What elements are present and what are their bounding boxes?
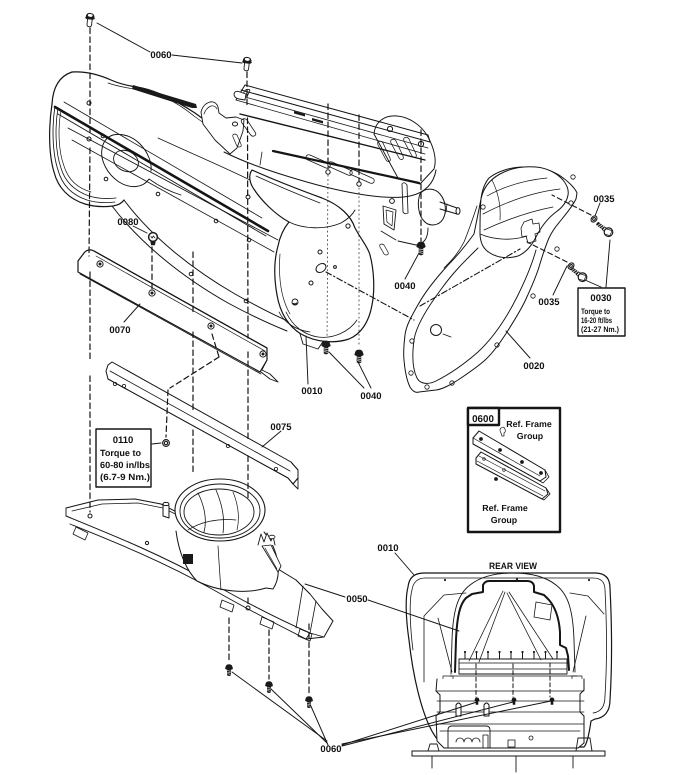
svg-text:(21-27 Nm.): (21-27 Nm.) [581, 325, 619, 334]
svg-text:0040: 0040 [394, 281, 415, 292]
svg-text:Torque to: Torque to [100, 448, 142, 458]
svg-text:Torque to: Torque to [581, 307, 610, 316]
svg-text:0010: 0010 [377, 543, 398, 554]
svg-text:0035: 0035 [593, 194, 615, 205]
svg-text:0060: 0060 [320, 744, 341, 755]
svg-text:0060: 0060 [150, 50, 171, 61]
svg-text:Group: Group [517, 431, 544, 441]
svg-text:0110: 0110 [113, 435, 134, 446]
svg-text:0080: 0080 [117, 217, 138, 228]
svg-text:Ref. Frame: Ref. Frame [482, 503, 528, 513]
svg-text:REAR VIEW: REAR VIEW [489, 561, 537, 571]
svg-text:0010: 0010 [301, 386, 322, 397]
svg-text:16-20 ft/lbs: 16-20 ft/lbs [581, 316, 612, 325]
svg-text:0070: 0070 [109, 325, 130, 336]
svg-text:(6.7-9 Nm.): (6.7-9 Nm.) [100, 472, 150, 482]
svg-text:60-80 in/lbs: 60-80 in/lbs [100, 460, 150, 470]
svg-text:0030: 0030 [590, 293, 611, 304]
svg-text:0020: 0020 [523, 361, 544, 372]
svg-text:0600: 0600 [472, 414, 494, 425]
svg-text:0040: 0040 [360, 391, 381, 402]
svg-text:0075: 0075 [270, 422, 292, 433]
svg-text:0050: 0050 [346, 594, 367, 605]
svg-text:Ref. Frame: Ref. Frame [506, 419, 552, 429]
svg-text:Group: Group [491, 515, 518, 525]
svg-text:0035: 0035 [538, 297, 560, 308]
